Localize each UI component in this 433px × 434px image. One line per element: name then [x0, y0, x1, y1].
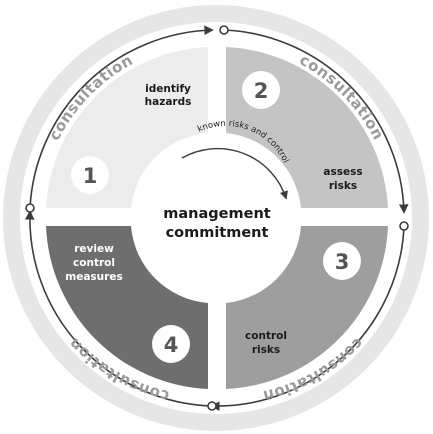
step-1-number: 1: [83, 164, 98, 188]
inner-arrow: [181, 147, 288, 200]
step-4-badge: [152, 325, 190, 363]
step-1-label-line1: identify: [145, 83, 191, 95]
step-4-label-line2: control: [73, 257, 115, 269]
step-4-number: 4: [164, 333, 179, 357]
ring-dot-left: [25, 203, 35, 213]
cycle-arrow-right: [223, 29, 409, 214]
step-4-label-line3: measures: [65, 271, 122, 283]
step-3-number: 3: [335, 250, 350, 274]
step-2-number: 2: [254, 79, 269, 103]
step-1-badge: [71, 156, 109, 194]
step-2-label-line2: risks: [329, 180, 357, 192]
center-title-line1: management: [163, 206, 270, 222]
ring-dot-top: [219, 25, 229, 35]
step-3-badge: [323, 242, 361, 280]
cycle-arrow-bottom: [210, 225, 405, 411]
cycle-arrow-top: [29, 25, 214, 209]
cycle-arrow-left: [24, 210, 213, 407]
step-2-badge: [242, 71, 280, 109]
step-3-label-line2: risks: [252, 344, 280, 356]
ring-dot-bottom: [207, 401, 217, 411]
step-4-label-line1: review: [74, 243, 114, 255]
step-1-label-line2: hazards: [145, 96, 192, 108]
ring-dot-right: [399, 221, 409, 231]
step-3-label-line1: control: [245, 330, 287, 342]
step-2-label-line1: assess: [323, 166, 362, 178]
center-title-line2: commitment: [166, 225, 269, 241]
